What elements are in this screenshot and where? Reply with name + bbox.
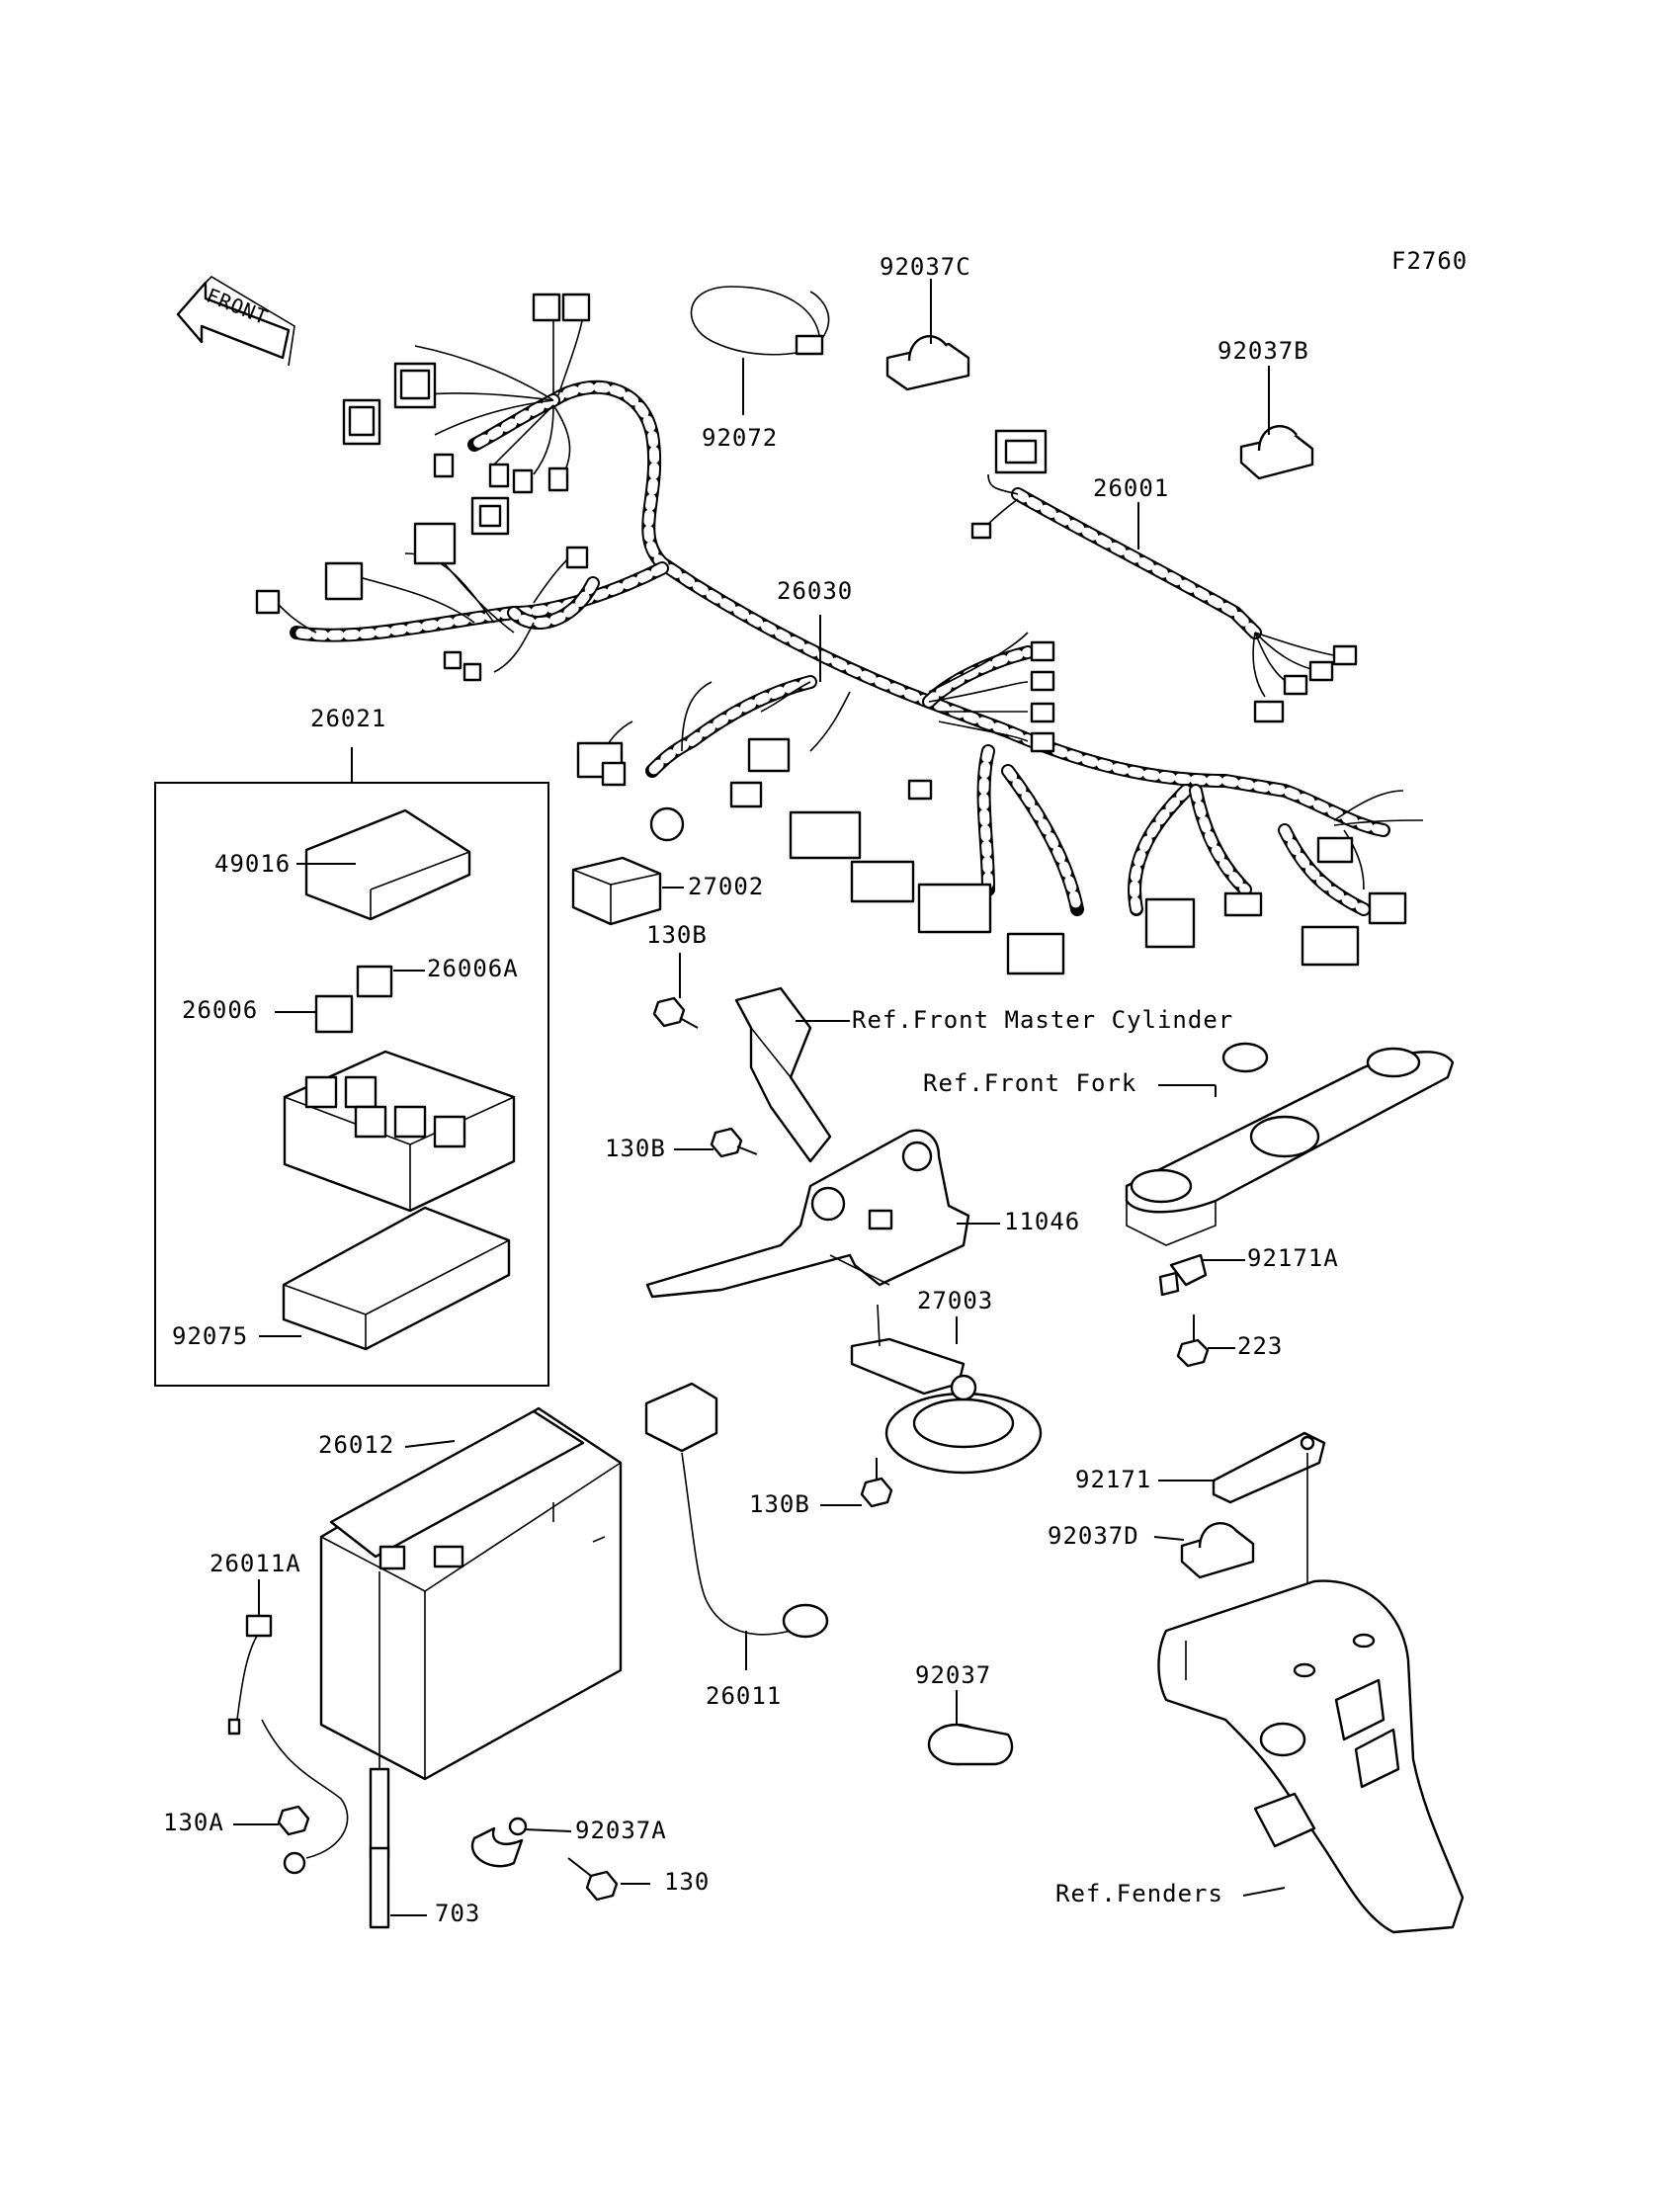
callout-26030: 26030 bbox=[777, 577, 853, 605]
harness-connectors bbox=[255, 293, 1407, 975]
callout-130B-mid: 130B bbox=[605, 1135, 666, 1162]
callout-92037B: 92037B bbox=[1218, 337, 1309, 365]
callout-130B-low: 130B bbox=[749, 1490, 810, 1518]
callout-26012: 26012 bbox=[318, 1431, 394, 1459]
bolt-130B-low bbox=[860, 1458, 893, 1508]
cable-26011A bbox=[227, 1614, 349, 1875]
callout-130: 130 bbox=[664, 1868, 710, 1896]
rear-fender bbox=[1157, 1579, 1465, 1934]
ref-front-fork: Ref.Front Fork bbox=[923, 1069, 1136, 1097]
fuse-26006 bbox=[314, 994, 354, 1034]
callout-26006A: 26006A bbox=[427, 955, 519, 982]
callout-26006: 26006 bbox=[182, 996, 258, 1024]
callout-92171: 92171 bbox=[1075, 1466, 1151, 1493]
fuse-box-cover-92075 bbox=[282, 1206, 511, 1351]
callout-27003: 27003 bbox=[917, 1287, 993, 1314]
callout-labels: 92037C 92037B 92072 26001 26030 26021 49… bbox=[163, 253, 1339, 1927]
ref-fenders: Ref.Fenders bbox=[1055, 1880, 1223, 1907]
callout-92171A: 92171A bbox=[1247, 1244, 1339, 1272]
front-fork-bracket bbox=[1125, 1042, 1455, 1246]
callout-703: 703 bbox=[435, 1900, 480, 1927]
bolt-223 bbox=[1176, 1314, 1210, 1368]
callout-26001: 26001 bbox=[1093, 474, 1169, 502]
battery-26012 bbox=[319, 1406, 623, 1781]
fuse-26006A bbox=[356, 965, 393, 998]
callout-27002: 27002 bbox=[688, 873, 764, 900]
bolt-130 bbox=[567, 1857, 619, 1902]
fuse-cover-49016 bbox=[304, 808, 471, 921]
relay-27002 bbox=[571, 856, 662, 926]
bolt-130B-top bbox=[652, 996, 699, 1029]
strap-92171 bbox=[1212, 1431, 1326, 1670]
callout-26011: 26011 bbox=[706, 1682, 782, 1710]
callout-49016: 49016 bbox=[214, 850, 291, 878]
clamp-92037B bbox=[1239, 425, 1314, 480]
main-harness-26030 bbox=[290, 380, 1390, 916]
bracket-11046 bbox=[645, 1129, 970, 1299]
bolt-130B-mid bbox=[710, 1127, 758, 1158]
callout-92037C: 92037C bbox=[880, 253, 971, 281]
clamp-92037C bbox=[885, 335, 970, 391]
callout-92037D: 92037D bbox=[1048, 1522, 1139, 1550]
ref-front-master-cylinder: Ref.Front Master Cylinder bbox=[852, 1006, 1233, 1034]
bolt-130A bbox=[277, 1805, 310, 1836]
fuse-box bbox=[283, 1050, 516, 1213]
callout-92037: 92037 bbox=[915, 1661, 991, 1689]
figure-code: F2760 bbox=[1391, 247, 1468, 275]
callout-130B-top: 130B bbox=[646, 921, 708, 949]
leader-lines bbox=[233, 279, 1286, 1916]
callout-26011A: 26011A bbox=[210, 1550, 301, 1577]
clamp-92037A bbox=[470, 1817, 528, 1868]
callout-92037A: 92037A bbox=[575, 1817, 667, 1844]
clamp-92037D bbox=[1180, 1522, 1255, 1579]
cable-tie-92072 bbox=[690, 286, 830, 356]
tube-703 bbox=[369, 1571, 390, 1929]
callout-223: 223 bbox=[1237, 1332, 1283, 1360]
master-cylinder-bracket bbox=[734, 986, 832, 1163]
callout-26021: 26021 bbox=[310, 705, 386, 732]
clamp-92037 bbox=[927, 1723, 1014, 1766]
callout-130A: 130A bbox=[163, 1809, 224, 1836]
bracket-92171A bbox=[1158, 1253, 1208, 1297]
callout-92072: 92072 bbox=[702, 424, 778, 452]
sub-harness-26001 bbox=[970, 429, 1358, 723]
front-arrow-icon: FRONT bbox=[176, 275, 295, 367]
horn-27003 bbox=[850, 1304, 1043, 1475]
callout-11046: 11046 bbox=[1004, 1208, 1080, 1235]
cable-26011 bbox=[644, 1382, 829, 1639]
callout-92075: 92075 bbox=[172, 1322, 248, 1350]
